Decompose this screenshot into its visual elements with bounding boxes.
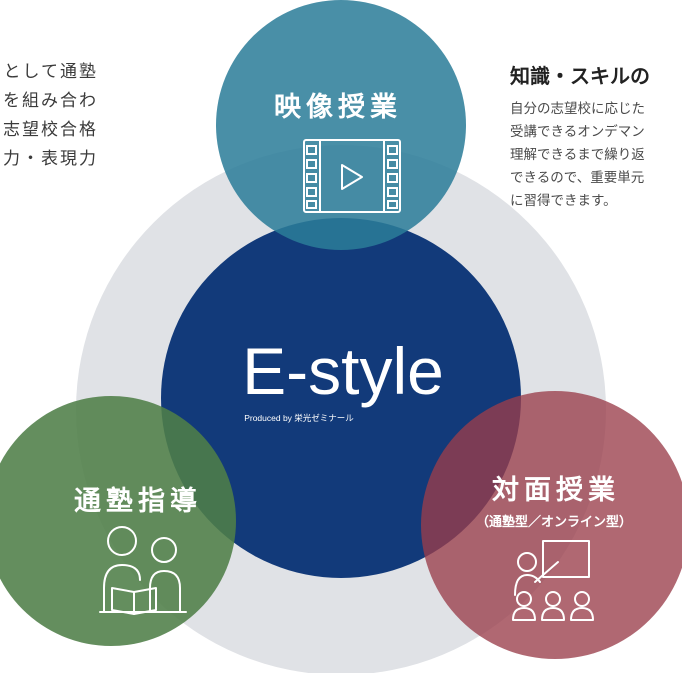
face-label: 対面授業 [492,475,620,506]
face-circle [421,391,682,659]
study-together-icon [99,526,187,615]
left-line: 志望校合格 [3,120,98,140]
tutoring-label: 通塾指導 [74,485,202,517]
left-line: 力・表現力 [3,149,98,169]
left-line: として通塾 [3,62,98,82]
left-description: として通塾 を組み合わ 志望校合格 力・表現力 [3,58,98,174]
video-circle [216,0,466,250]
video-label: 映像授業 [274,92,402,123]
right-line: 理解できるまで繰り返 [510,147,645,163]
right-description: 自分の志望校に応じた 受講できるオンデマン 理解できるまで繰り返 できるので、重… [510,98,645,213]
right-line: 自分の志望校に応じた [510,101,645,117]
right-line: 受講できるオンデマン [510,124,645,140]
center-title: E-style [242,334,444,408]
produced-by: Produced by 栄光ゼミナール [244,413,354,423]
left-line: を組み合わ [3,91,98,111]
tutoring-circle [0,396,236,646]
right-line: できるので、重要単元 [510,170,645,186]
right-line: に習得できます。 [510,193,617,209]
film-play-icon [303,139,401,213]
right-heading: 知識・スキルの [510,64,650,88]
classroom-teacher-icon [512,540,594,621]
face-sublabel: （通塾型／オンライン型） [476,514,632,530]
